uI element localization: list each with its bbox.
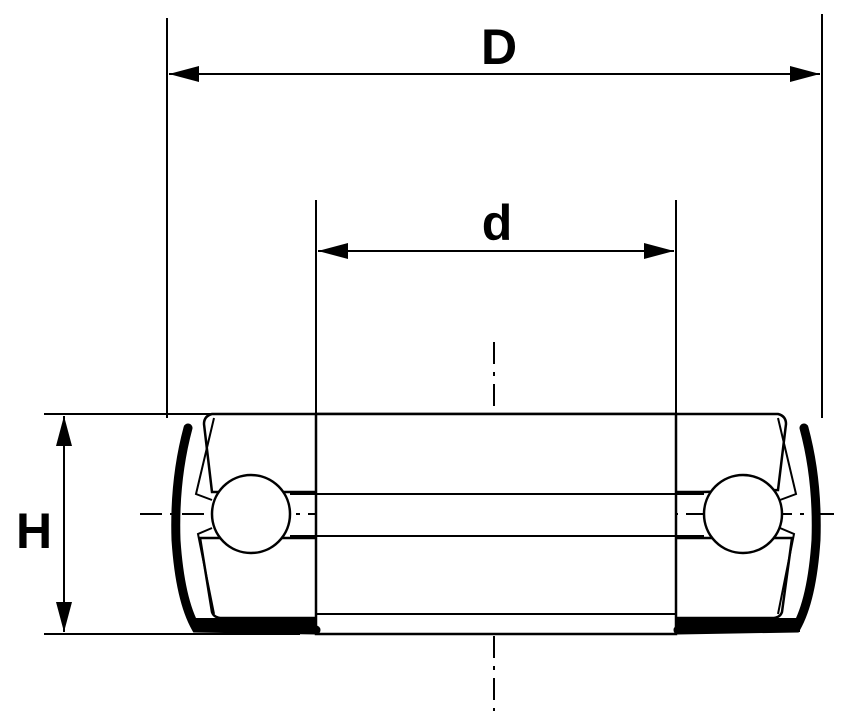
housing-shell-right xyxy=(673,423,821,635)
ball-right xyxy=(702,473,784,555)
label-d: d xyxy=(482,195,513,251)
housing-base-right xyxy=(676,618,800,632)
housing-shell-left xyxy=(171,423,321,635)
bore-section xyxy=(314,412,678,636)
housing-base-left xyxy=(196,618,316,632)
right-lower-groove xyxy=(777,527,796,615)
dimension-inner-diameter: d xyxy=(315,195,677,416)
dimension-outer-diameter: D xyxy=(166,14,823,418)
label-D: D xyxy=(481,19,517,75)
label-H: H xyxy=(16,503,52,559)
right-upper-groove xyxy=(777,417,798,501)
ball-left xyxy=(210,473,292,555)
left-lower-groove xyxy=(196,527,215,615)
left-upper-groove xyxy=(194,417,215,501)
